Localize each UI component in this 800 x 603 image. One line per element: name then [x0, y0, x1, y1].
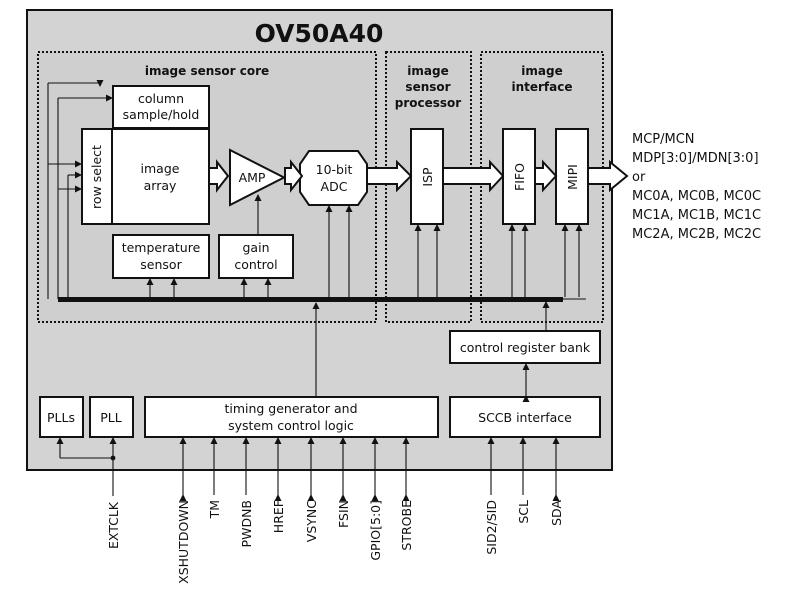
pin-extclk: EXTCLK	[106, 501, 121, 549]
mipi-block	[555, 128, 589, 225]
column-label-1: column	[138, 91, 184, 106]
gain-label-2: control	[234, 257, 277, 272]
column-sample-hold-block	[112, 85, 210, 129]
section-processor-title-1: image	[407, 64, 448, 78]
pll-block	[89, 396, 134, 438]
core-left-feed-lines	[47, 80, 113, 299]
temperature-sensor-block	[112, 234, 210, 279]
clock-lines	[56, 437, 117, 496]
row-select-label: row select	[89, 145, 104, 209]
pin-xshutdown: XSHUTDOWN	[176, 500, 191, 584]
section-processor-title-3: processor	[395, 96, 462, 110]
mipi-label: MIPI	[565, 164, 580, 190]
adc-label-1: 10-bit	[316, 162, 353, 177]
adc-to-isp-arrow	[366, 159, 413, 193]
control-pin-lines	[179, 437, 410, 501]
pin-sid: SID2/SID	[484, 500, 499, 555]
control-register-label: control register bank	[460, 340, 591, 355]
timing-label-1: timing generator and	[224, 401, 357, 416]
output-line-2: MDP[3:0]/MDN[3:0]	[632, 151, 759, 166]
column-label-2: sample/hold	[123, 107, 200, 122]
pin-pwdnb: PWDNB	[239, 500, 254, 547]
control-register-bank-block	[449, 330, 601, 364]
image-array-label-2: array	[144, 178, 177, 193]
section-processor-title-2: sensor	[405, 80, 450, 94]
isp-to-fifo-arrow	[442, 159, 505, 193]
bus-to-block-arrows	[146, 194, 583, 297]
isp-label: ISP	[420, 167, 435, 187]
section-interface-title-2: interface	[511, 80, 572, 94]
pin-strobe: STROBE	[399, 500, 414, 551]
fifo-to-mipi-arrow	[534, 159, 558, 193]
output-line-4: MC0A, MC0B, MC0C	[632, 189, 761, 204]
section-interface-title-1: image	[521, 64, 562, 78]
temperature-label-1: temperature	[122, 240, 201, 255]
pin-fsin: FSIN	[336, 500, 351, 528]
amp-to-adc-arrow	[284, 159, 304, 193]
output-line-1: MCP/MCN	[632, 132, 695, 147]
adc-block	[299, 150, 368, 206]
isp-block	[410, 128, 444, 225]
image-array-block	[111, 128, 210, 225]
control-bus	[58, 297, 563, 302]
adc-label-2: ADC	[321, 179, 348, 194]
chip-title: OV50A40	[255, 19, 384, 48]
output-line-5: MC1A, MC1B, MC1C	[632, 208, 761, 223]
image-array-label-1: image	[141, 161, 180, 176]
timing-label-2: system control logic	[228, 418, 354, 433]
amp-block	[229, 148, 287, 207]
section-core-title: image sensor core	[145, 64, 269, 78]
pin-scl: SCL	[516, 500, 531, 524]
sccb-pin-lines	[487, 437, 560, 501]
mipi-output-arrow	[587, 159, 629, 193]
array-to-amp-arrow	[208, 159, 230, 193]
pin-tm: TM	[207, 500, 222, 519]
fifo-label: FIFO	[512, 163, 527, 191]
amp-label: AMP	[239, 170, 266, 185]
output-line-6: MC2A, MC2B, MC2C	[632, 227, 761, 242]
output-line-3: or	[632, 170, 646, 185]
plls-label: PLLs	[47, 410, 75, 425]
pin-href: HREF	[271, 500, 286, 533]
pin-vsync: VSYNC	[304, 500, 319, 542]
pin-gpio: GPIO[5:0]	[368, 500, 383, 561]
clock-junction-dot	[110, 455, 116, 461]
pll-label: PLL	[100, 410, 122, 425]
timing-generator-block	[144, 396, 439, 438]
pin-sda: SDA	[549, 500, 564, 526]
sccb-label: SCCB interface	[478, 410, 572, 425]
fifo-block	[502, 128, 536, 225]
gain-control-block	[218, 234, 294, 279]
temperature-label-2: sensor	[140, 257, 182, 272]
gain-label-1: gain	[243, 240, 270, 255]
